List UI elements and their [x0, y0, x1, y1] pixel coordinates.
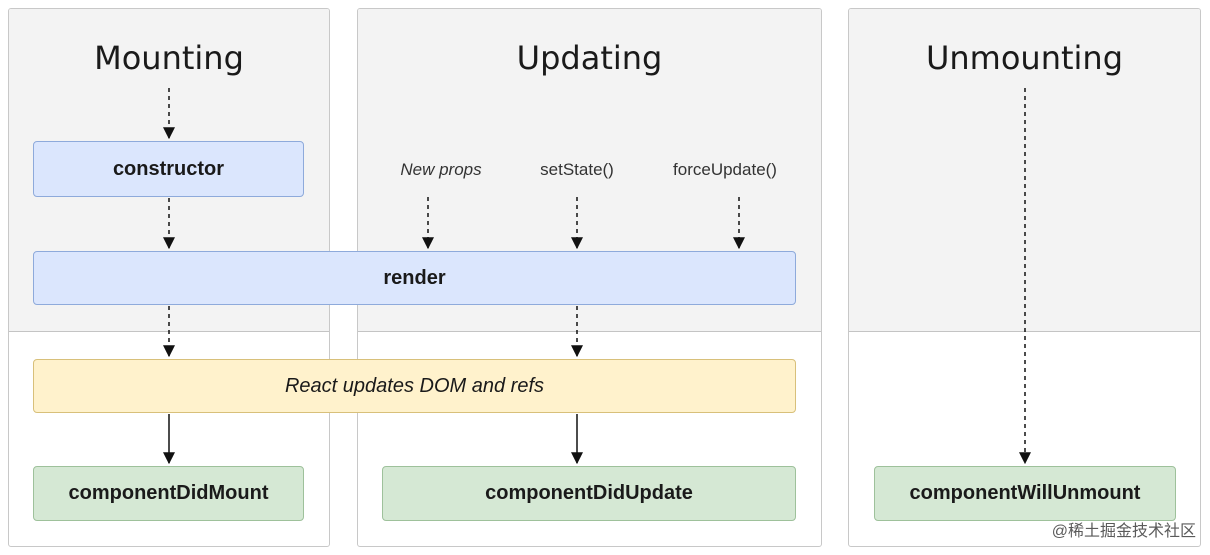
- unmounting-title: Unmounting: [925, 39, 1124, 77]
- component-did-update-box: componentDidUpdate: [382, 466, 796, 521]
- component-will-unmount-box: componentWillUnmount: [874, 466, 1176, 521]
- render-box: render: [33, 251, 796, 305]
- updating-title: Updating: [516, 39, 663, 77]
- trigger-new-props: New props: [400, 160, 482, 179]
- component-did-mount-box: componentDidMount: [33, 466, 304, 521]
- constructor-box: constructor: [33, 141, 304, 197]
- trigger-force-update: forceUpdate(): [673, 160, 777, 179]
- react-updates-dom-box: React updates DOM and refs: [33, 359, 796, 413]
- trigger-set-state: setState(): [540, 160, 614, 179]
- watermark: @稀土掘金技术社区: [1051, 523, 1196, 540]
- mounting-title: Mounting: [94, 39, 244, 77]
